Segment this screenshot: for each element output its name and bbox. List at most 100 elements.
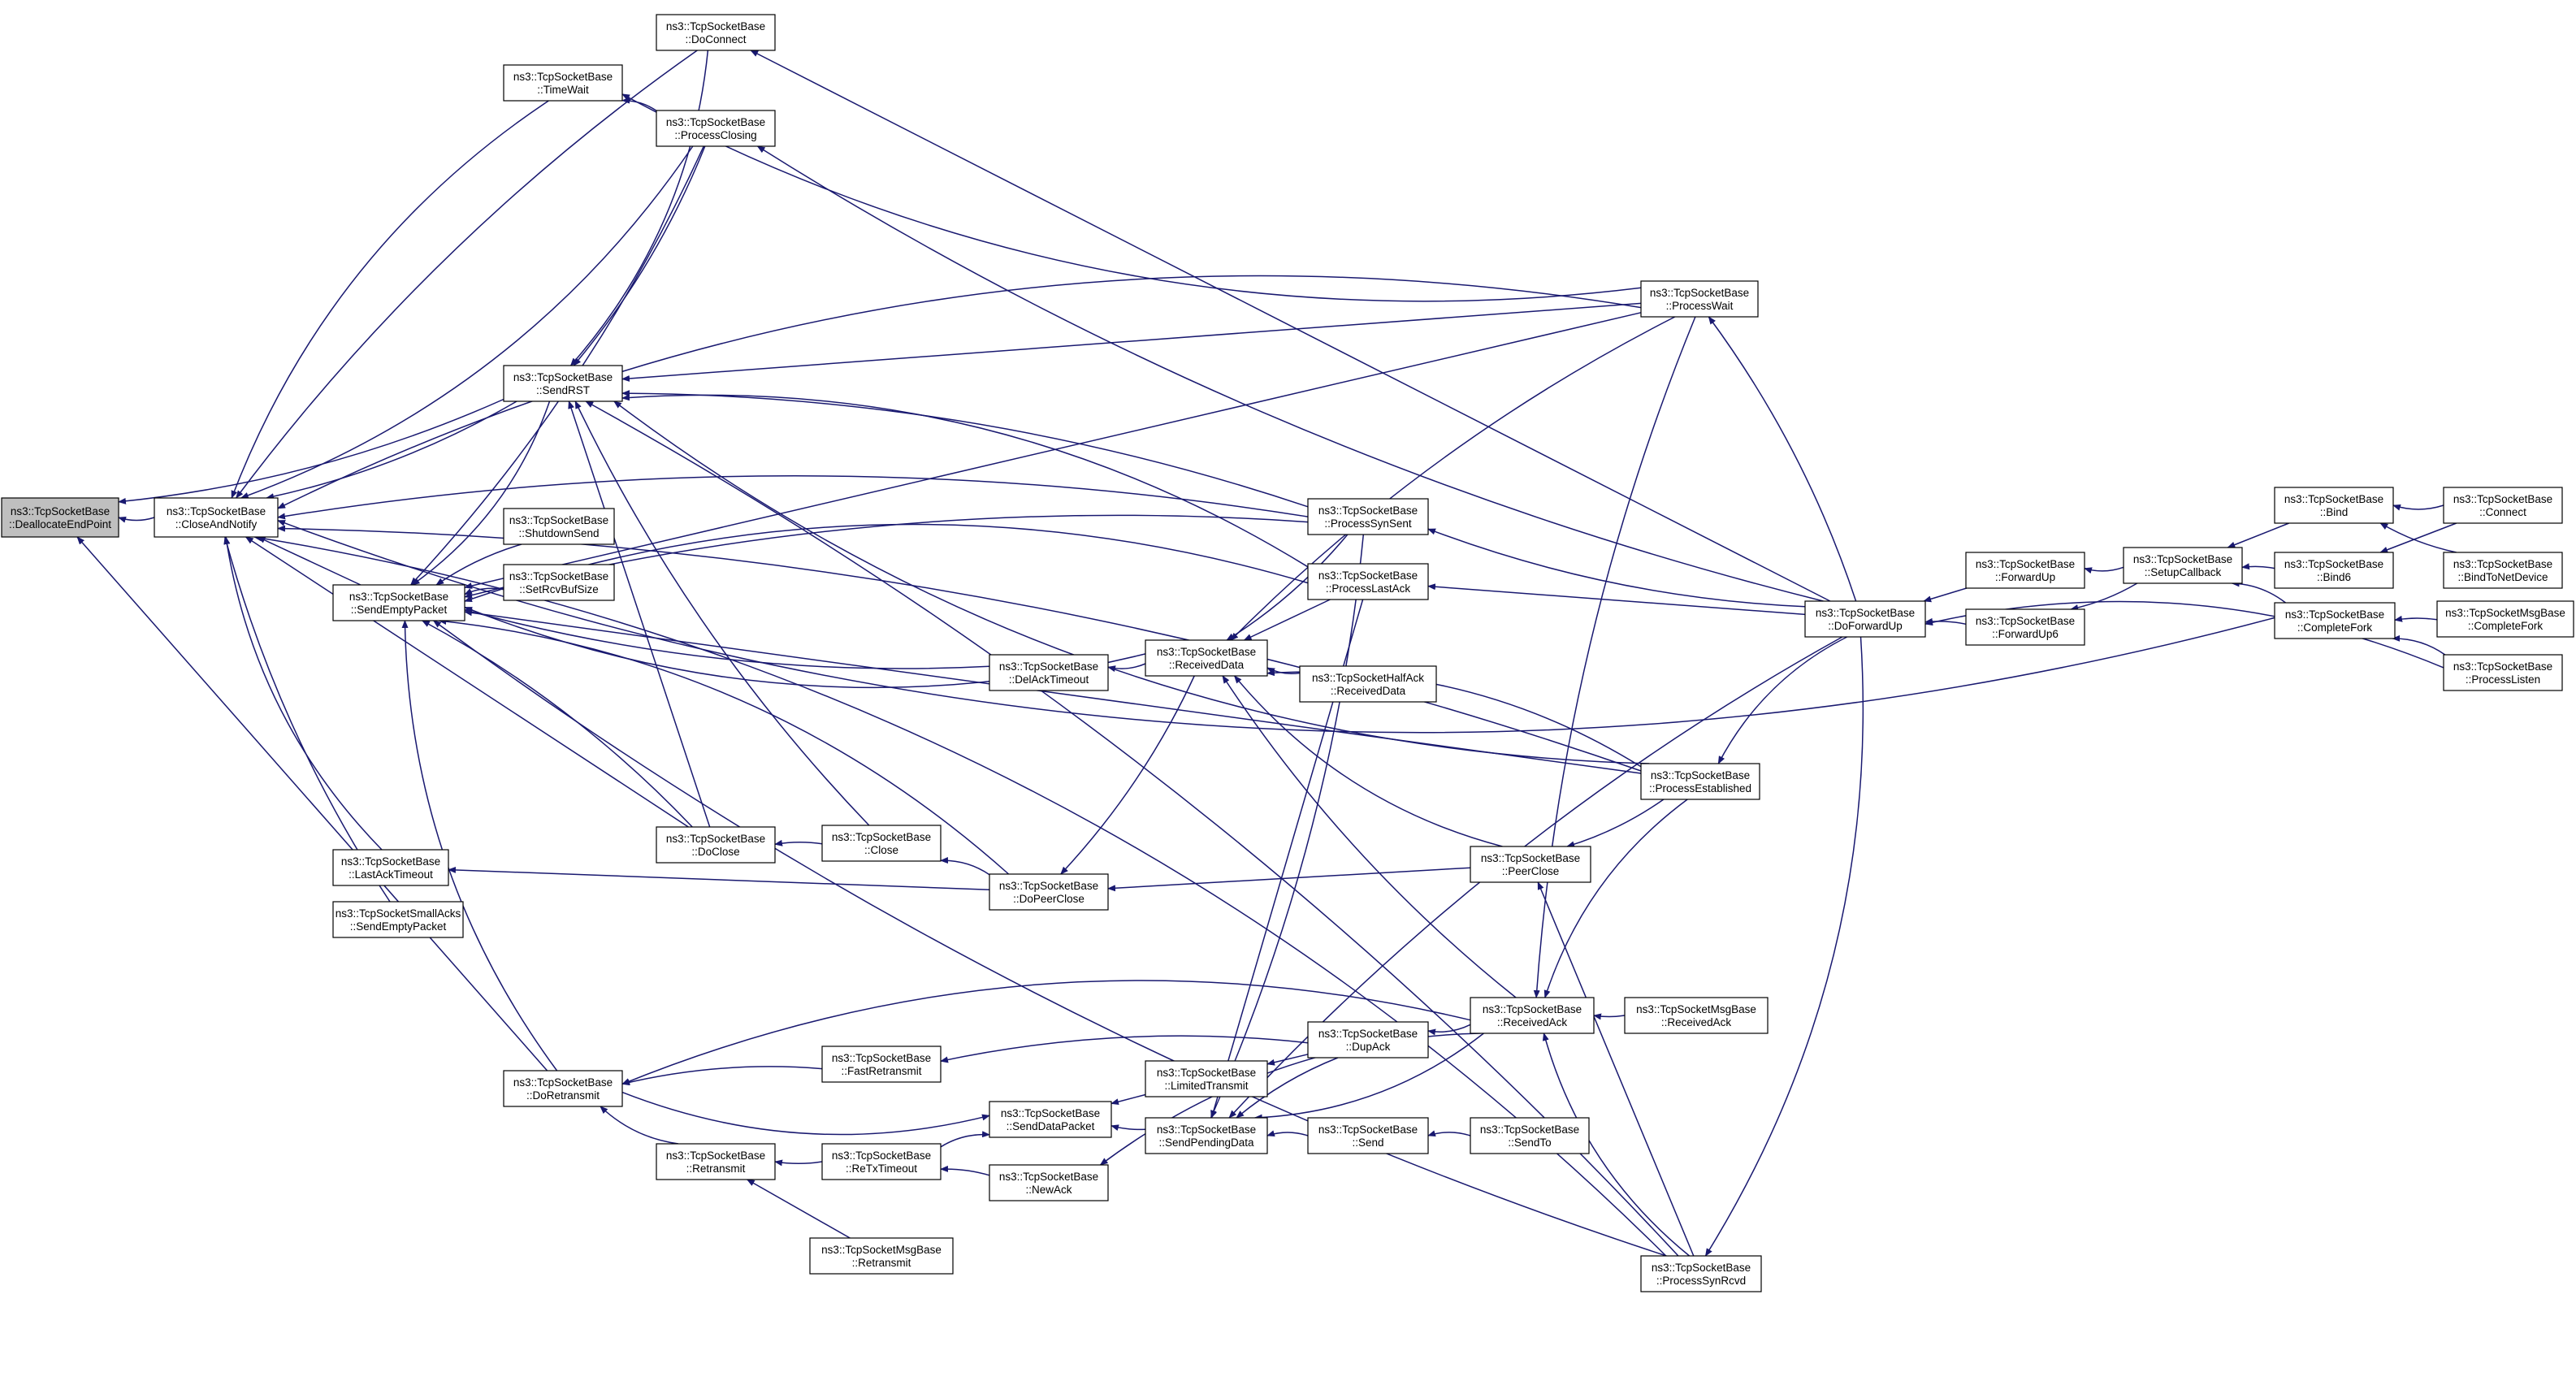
node-sendDataPacket[interactable]: ns3::TcpSocketBase::SendDataPacket (989, 1101, 1112, 1138)
node-class-label: ns3::TcpSocketBase (1318, 504, 1418, 517)
node-method-label: ::NewAck (1025, 1184, 1072, 1196)
edge-doPeerClose-to-lastAckTimeout (448, 866, 990, 891)
node-send[interactable]: ns3::TcpSocketBase::Send (1307, 1117, 1429, 1154)
node-close[interactable]: ns3::TcpSocketBase::Close (821, 825, 942, 862)
node-class-label: ns3::TcpSocketBase (2453, 660, 2552, 673)
node-method-label: ::CloseAndNotify (175, 518, 258, 530)
nodes-layer: ns3::TcpSocketBase::DeallocateEndPointns… (1, 14, 2574, 1292)
node-class-label: ns3::TcpSocketBase (1976, 558, 2075, 570)
node-peerClose[interactable]: ns3::TcpSocketBase::PeerClose (1470, 846, 1591, 883)
edge-procSynRcvd-to-sendEmpty (432, 620, 1667, 1257)
node-class-label: ns3::TcpSocketBase (349, 591, 448, 603)
edge-close-to-sendRST (574, 400, 870, 826)
edge-dupAck-to-limitedTransmit (1266, 1054, 1309, 1066)
node-procEstablished[interactable]: ns3::TcpSocketBase::ProcessEstablished (1640, 763, 1760, 800)
node-msgCompleteFork[interactable]: ns3::TcpSocketMsgBase::CompleteFork (2436, 600, 2574, 638)
node-box (821, 1046, 942, 1083)
node-method-label: ::ForwardUp6 (1992, 628, 2059, 640)
edge-procSynRcvd-to-peerClose (1537, 881, 1695, 1257)
node-bindToNetDevice[interactable]: ns3::TcpSocketBase::BindToNetDevice (2443, 552, 2563, 589)
node-method-label: ::ProcessListen (2466, 673, 2540, 686)
edge-doClose-to-sendRST (568, 400, 711, 828)
node-bind6[interactable]: ns3::TcpSocketBase::Bind6 (2274, 552, 2394, 589)
node-newAck[interactable]: ns3::TcpSocketBase::NewAck (989, 1164, 1109, 1201)
node-doForwardUp[interactable]: ns3::TcpSocketBase::DoForwardUp (1804, 600, 1926, 638)
node-procWait[interactable]: ns3::TcpSocketBase::ProcessWait (1640, 280, 1759, 318)
node-sendPending[interactable]: ns3::TcpSocketBase::SendPendingData (1145, 1117, 1268, 1154)
node-box (1307, 498, 1429, 535)
node-dupAck[interactable]: ns3::TcpSocketBase::DupAck (1307, 1021, 1429, 1058)
edge-procSynRcvd-to-receivedAck (1542, 1033, 1691, 1257)
node-receivedData[interactable]: ns3::TcpSocketBase::ReceivedData (1145, 639, 1268, 677)
node-bind[interactable]: ns3::TcpSocketBase::Bind (2274, 487, 2394, 524)
node-setupCallback[interactable]: ns3::TcpSocketBase::SetupCallback (2123, 547, 2243, 584)
node-class-label: ns3::TcpSocketBase (1976, 615, 2075, 627)
node-procClosing[interactable]: ns3::TcpSocketBase::ProcessClosing (656, 110, 776, 147)
node-method-label: ::ReceivedData (1331, 685, 1406, 697)
node-procSynSent[interactable]: ns3::TcpSocketBase::ProcessSynSent (1307, 498, 1429, 535)
node-connect[interactable]: ns3::TcpSocketBase::Connect (2443, 487, 2563, 524)
node-lastAckTimeout[interactable]: ns3::TcpSocketBase::LastAckTimeout (332, 849, 449, 886)
node-setRcvBuf[interactable]: ns3::TcpSocketBase::SetRcvBufSize (503, 564, 615, 601)
edge-doForwardUp-to-procClosing (756, 145, 1824, 602)
node-method-label: ::Bind6 (2317, 571, 2351, 583)
node-sendRST[interactable]: ns3::TcpSocketBase::SendRST (503, 365, 623, 402)
edge-receivedAck-to-doRetransmit (621, 980, 1471, 1085)
node-method-label: ::SetRcvBufSize (519, 583, 599, 595)
node-class-label: ns3::TcpSocketBase (2285, 608, 2384, 621)
node-halfAck[interactable]: ns3::TcpSocketHalfAck::ReceivedData (1299, 665, 1437, 703)
node-class-label: ns3::TcpSocketBase (999, 660, 1098, 673)
node-box (1640, 1255, 1762, 1292)
edge-forwardUp-to-doForwardUp (1923, 587, 1968, 603)
node-smallAcks[interactable]: ns3::TcpSocketSmallAcks::SendEmptyPacket (332, 901, 464, 938)
node-box (656, 1143, 776, 1180)
node-class-label: ns3::TcpSocketBase (1157, 646, 1256, 658)
node-doConnect[interactable]: ns3::TcpSocketBase::DoConnect (656, 14, 776, 51)
node-class-label: ns3::TcpSocketBase (1157, 1123, 1256, 1136)
node-box (503, 564, 615, 601)
node-procListen[interactable]: ns3::TcpSocketBase::ProcessListen (2443, 654, 2563, 691)
node-method-label: ::SendTo (1508, 1136, 1551, 1149)
node-procLastAck[interactable]: ns3::TcpSocketBase::ProcessLastAck (1307, 563, 1429, 600)
node-method-label: ::ProcessWait (1666, 300, 1734, 312)
node-doClose[interactable]: ns3::TcpSocketBase::DoClose (656, 826, 776, 864)
node-box (1640, 763, 1760, 800)
node-box (1640, 280, 1759, 318)
node-forwardUp6[interactable]: ns3::TcpSocketBase::ForwardUp6 (1965, 608, 2085, 646)
node-retransmit[interactable]: ns3::TcpSocketBase::Retransmit (656, 1143, 776, 1180)
edge-procSynRcvd-to-sendRST (585, 400, 1679, 1257)
edge-doForwardUp-to-doConnect (750, 50, 1831, 602)
node-box (503, 64, 623, 102)
node-method-label: ::DupAck (1346, 1041, 1391, 1053)
node-reTxTimeout[interactable]: ns3::TcpSocketBase::ReTxTimeout (821, 1143, 942, 1180)
node-sendEmpty[interactable]: ns3::TcpSocketBase::SendEmptyPacket (332, 584, 465, 621)
node-forwardUp[interactable]: ns3::TcpSocketBase::ForwardUp (1965, 552, 2085, 589)
edge-doConnect-to-closeNotify (236, 50, 698, 499)
node-timeWait[interactable]: ns3::TcpSocketBase::TimeWait (503, 64, 623, 102)
edge-doRetransmit-to-dealloc (76, 536, 548, 1071)
node-sendTo[interactable]: ns3::TcpSocketBase::SendTo (1470, 1117, 1590, 1154)
node-box (656, 826, 776, 864)
edge-procWait-to-sendRST (621, 302, 1642, 382)
node-doRetransmit[interactable]: ns3::TcpSocketBase::DoRetransmit (503, 1070, 623, 1107)
node-method-label: ::Close (864, 844, 898, 856)
node-receivedAck[interactable]: ns3::TcpSocketBase::ReceivedAck (1470, 997, 1595, 1034)
node-box (1145, 639, 1268, 677)
node-delAckTimeout[interactable]: ns3::TcpSocketBase::DelAckTimeout (989, 654, 1109, 691)
node-procSynRcvd[interactable]: ns3::TcpSocketBase::ProcessSynRcvd (1640, 1255, 1762, 1292)
node-fastRetransmit[interactable]: ns3::TcpSocketBase::FastRetransmit (821, 1046, 942, 1083)
node-completeFork[interactable]: ns3::TcpSocketBase::CompleteFork (2274, 602, 2396, 639)
node-msgRetransmit[interactable]: ns3::TcpSocketMsgBase::Retransmit (809, 1237, 954, 1275)
edge-retransmit-to-doRetransmit (600, 1106, 679, 1145)
node-msgReceivedAck[interactable]: ns3::TcpSocketMsgBase::ReceivedAck (1624, 997, 1769, 1034)
node-closeNotify[interactable]: ns3::TcpSocketBase::CloseAndNotify (154, 497, 279, 538)
node-doPeerClose[interactable]: ns3::TcpSocketBase::DoPeerClose (989, 873, 1109, 911)
edge-doClose-to-sendEmpty (421, 620, 693, 828)
node-class-label: ns3::TcpSocketBase (1483, 1003, 1582, 1015)
node-shutdownSend[interactable]: ns3::TcpSocketBase::ShutdownSend (503, 508, 615, 545)
node-box (503, 508, 615, 545)
node-method-label: ::DoPeerClose (1013, 893, 1085, 905)
node-limitedTransmit[interactable]: ns3::TcpSocketBase::LimitedTransmit (1145, 1060, 1268, 1097)
node-class-label: ns3::TcpSocketBase (1652, 1262, 1751, 1274)
edge-procSynRcvd-to-closeNotify (253, 535, 1667, 1257)
